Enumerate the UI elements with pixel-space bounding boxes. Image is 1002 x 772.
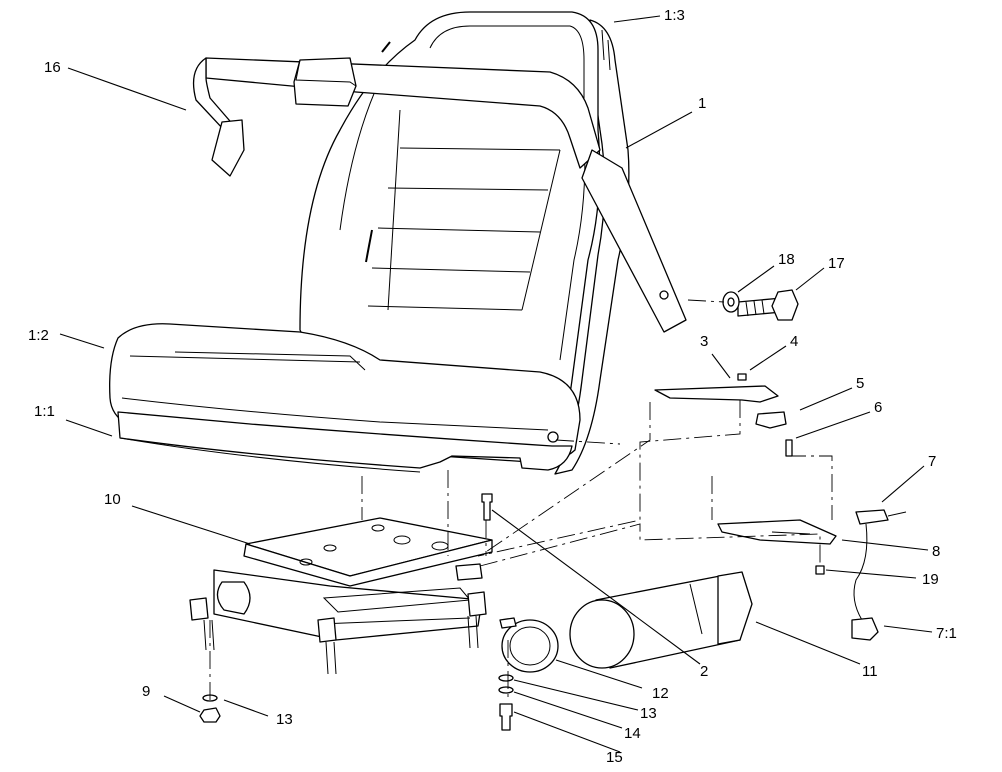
callout-11: 11 [862,663,878,680]
seat-belt-shoulder-strap [581,149,687,333]
callout-16: 16 [44,59,61,76]
suspension-bolt [481,493,493,521]
seat-belt-retractor [293,57,357,107]
latch-block [455,563,483,581]
callout-2: 2 [700,663,708,680]
callout-labels: 1:3 16 1 18 17 1:2 3 4 5 6 1:1 7 10 8 19… [28,7,957,766]
bracket-pin [737,373,747,381]
support-tube [569,571,753,669]
callout-13-right: 13 [640,705,657,722]
callout-7: 7 [928,453,936,470]
flat-washer-14 [498,686,514,694]
cap-screw-15 [499,703,513,731]
callout-6: 6 [874,399,882,416]
tube-clamp [499,617,559,673]
suspension-roller [216,581,251,615]
seat-switch [855,509,889,525]
callout-9: 9 [142,683,150,700]
mount-bracket [654,385,779,403]
callout-18: 18 [778,251,795,268]
hex-nut-19 [815,565,825,575]
alignment-lines [209,299,833,700]
callout-1-2: 1:2 [28,327,49,344]
small-screw [785,439,793,457]
callout-12: 12 [652,685,669,702]
callout-5: 5 [856,375,864,392]
seat-belt-buckle [211,119,245,177]
seat-suspension [189,517,493,675]
callout-13-left: 13 [276,711,293,728]
callout-15: 15 [606,749,623,766]
callout-10: 10 [104,491,121,508]
callout-14: 14 [624,725,641,742]
callout-4: 4 [790,333,798,350]
callout-8: 8 [932,543,940,560]
hex-nut-9 [199,707,221,723]
callout-19: 19 [922,571,939,588]
leader-lines [59,15,933,753]
switch-wire [853,523,868,621]
callout-17: 17 [828,255,845,272]
seat-bolt-hole-lower [547,431,559,443]
callout-1: 1 [698,95,706,112]
callout-3: 3 [700,333,708,350]
callout-7-1: 7:1 [936,625,957,642]
hinge-block [755,411,787,429]
seat-belt [192,57,687,333]
seat-base-tray [117,411,573,471]
callout-1-1: 1:1 [34,403,55,420]
seat-assembly [109,11,630,475]
callout-1-3: 1:3 [664,7,685,24]
lock-washer-13b [498,674,514,682]
suspension-frame [213,569,483,641]
switch-connector [851,617,879,641]
seat-belt-anchor-hole [659,290,669,300]
anchor-bolt [737,289,799,321]
